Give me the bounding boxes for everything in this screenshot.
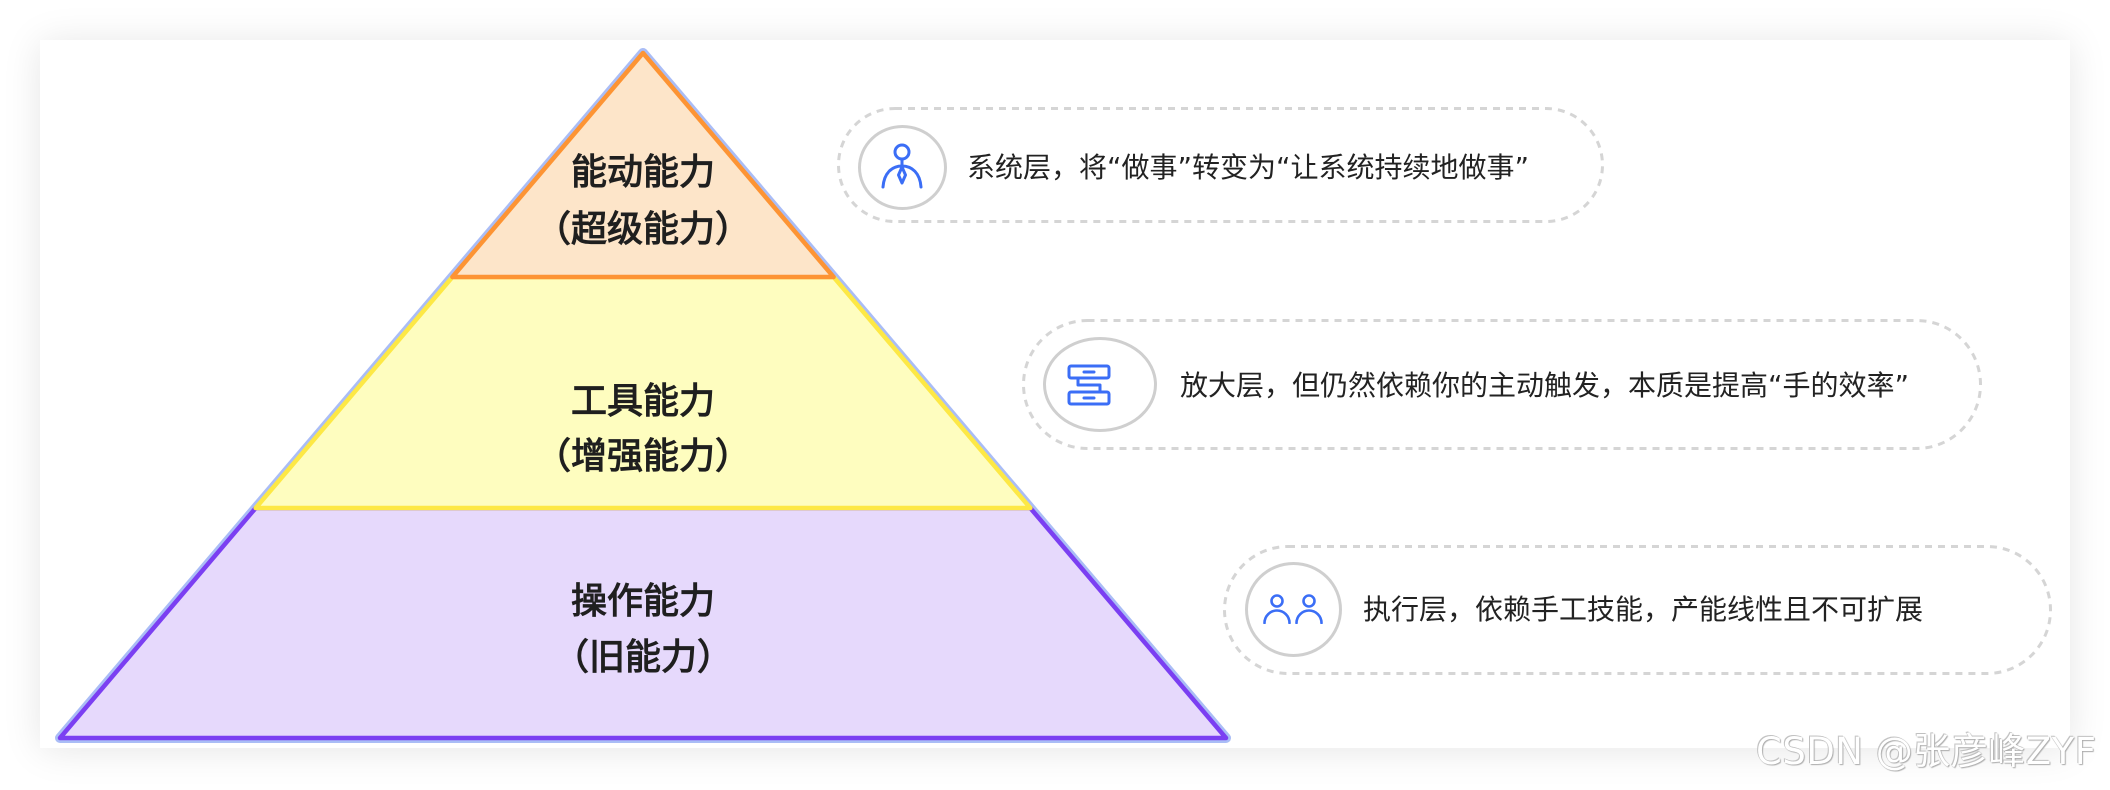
callout-system-layer-text: 系统层，将“做事”转变为“让系统持续地做事”: [967, 151, 1530, 184]
callout-execution-layer: [1223, 545, 2052, 675]
callout-system-layer: [837, 107, 1604, 223]
level-bottom-title: 操作能力: [570, 581, 715, 622]
callout-dashed-border: [1022, 319, 1982, 450]
pyramid-level-top-shape: [450, 50, 836, 280]
level-bottom-subtitle: （旧能力）: [552, 637, 733, 678]
two-users-icon: [1263, 594, 1323, 624]
level-top-subtitle: （超级能力）: [534, 209, 751, 250]
watermark: CSDN @张彦峰ZYF: [1756, 730, 2097, 773]
level-top-title: 能动能力: [570, 152, 715, 193]
flow-blocks-icon: [1067, 364, 1111, 406]
callout-amplify-layer: [1022, 319, 1982, 450]
pyramid-level-top: [450, 50, 836, 280]
level-middle-title: 工具能力: [570, 381, 715, 422]
callout-dashed-border: [1223, 545, 2052, 675]
pyramid-level-bottom-shape: [57, 505, 1229, 741]
person-tie-icon: [881, 143, 923, 189]
pyramid-level-bottom: [57, 505, 1229, 741]
callout-dashed-border: [837, 107, 1604, 223]
callout-execution-layer-text: 执行层，依赖手工技能，产能线性且不可扩展: [1363, 593, 1924, 626]
icon-badge: [1245, 562, 1342, 657]
callout-amplify-layer-text: 放大层，但仍然依赖你的主动触发，本质是提高“手的效率”: [1180, 369, 1910, 402]
level-middle-subtitle: （增强能力）: [534, 436, 751, 477]
